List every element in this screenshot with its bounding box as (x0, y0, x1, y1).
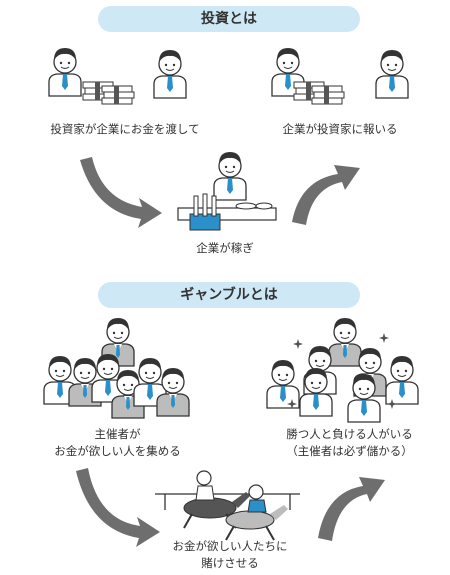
gambling-title-banner: ギャンブルとは (98, 282, 360, 308)
gambling-step3-caption: 勝つ人と負ける人がいる （主催者は必ず儲かる） (262, 426, 437, 460)
investment-title: 投資とは (201, 11, 257, 27)
gambling-step2-caption: お金が欲しい人たちに 賭けさせる (155, 538, 305, 572)
company-rewarding-investor-illustration (272, 48, 408, 105)
investment-step1-caption: 投資家が企業にお金を渡して (50, 122, 200, 136)
organizer-gathering-people-illustration (44, 318, 189, 418)
gambling-step3-line2: （主催者は必ず儲かる） (286, 444, 413, 458)
gambling-step1-line1: 主催者が (94, 427, 141, 441)
gambling-step1-line2: お金が欲しい人を集める (54, 444, 181, 458)
arrow-down-right-icon (76, 468, 160, 547)
gambling-title: ギャンブルとは (180, 287, 278, 303)
gambling-step3-line1: 勝つ人と負ける人がいる (286, 427, 413, 441)
arrow-up-right-icon (292, 165, 360, 225)
arrow-up-right-icon (318, 477, 385, 541)
winners-and-losers-illustration (267, 318, 418, 422)
company-earning-illustration (177, 152, 277, 231)
investment-step3-caption: 企業が投資家に報いる (282, 122, 398, 136)
investment-title-banner: 投資とは (98, 6, 360, 32)
investor-giving-money-illustration (49, 48, 186, 105)
horse-race-illustration (155, 470, 300, 541)
investment-step2-caption: 企業が稼ぎ (196, 241, 254, 255)
gambling-step1-caption: 主催者が お金が欲しい人を集める (30, 426, 205, 460)
gambling-step2-line2: 賭けさせる (201, 556, 259, 570)
arrow-down-left-icon (80, 157, 162, 228)
gambling-step2-line1: お金が欲しい人たちに (172, 539, 288, 553)
